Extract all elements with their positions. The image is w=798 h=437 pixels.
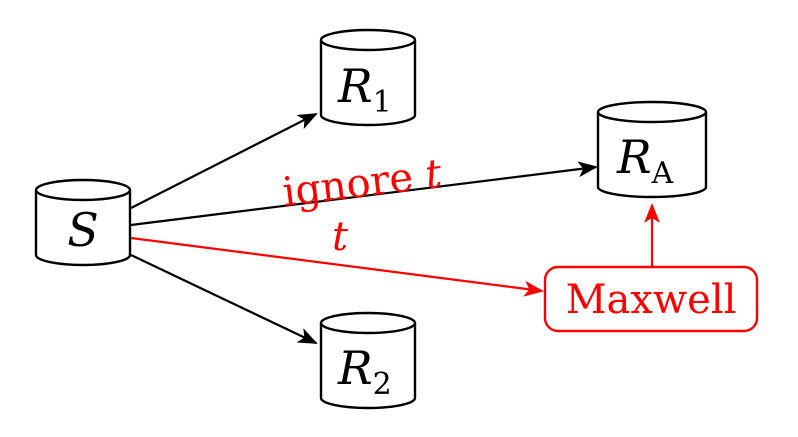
node-ra-label: RA — [616, 130, 674, 191]
node-maxwell[interactable]: Maxwell — [543, 265, 759, 333]
node-s-label: S — [67, 203, 99, 257]
node-r2-label: R2 — [337, 341, 392, 402]
edge-s-to-maxwell — [130, 236, 544, 297]
edge-s-to-r2 — [130, 254, 318, 344]
edge-s-to-r1 — [130, 113, 318, 209]
node-maxwell-label: Maxwell — [566, 277, 737, 323]
edge-label-ignore-t: ignore t — [280, 151, 445, 216]
node-s[interactable]: S — [34, 178, 132, 267]
edge-label-t: t — [332, 214, 349, 260]
node-r1[interactable]: R1 — [319, 28, 417, 127]
node-ra[interactable]: RA — [596, 100, 708, 199]
node-r1-label: R1 — [337, 59, 392, 120]
node-r2[interactable]: R2 — [319, 311, 417, 410]
edge-s-to-ra — [130, 161, 598, 227]
